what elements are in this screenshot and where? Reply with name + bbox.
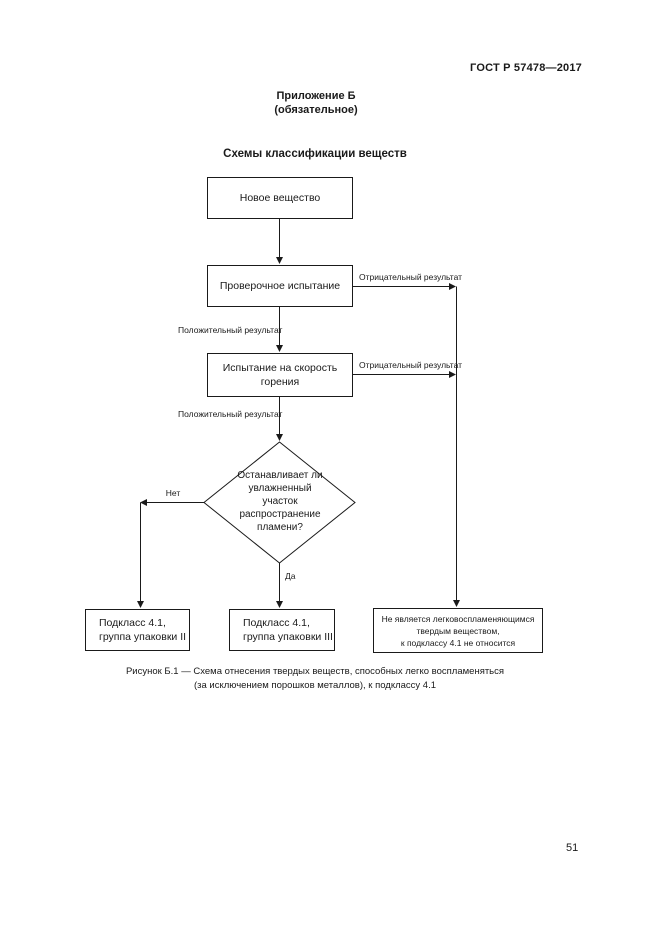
figure-caption: Рисунок Б.1 — Схема отнесения твердых ве… bbox=[15, 665, 615, 692]
arrowhead-down-icon bbox=[453, 600, 460, 607]
node-label-line: Не является легковоспламеняющимся bbox=[381, 613, 535, 624]
annex-heading: Приложение Б (обязательное) bbox=[0, 89, 632, 117]
arrowhead-down-icon bbox=[276, 257, 283, 264]
arrowhead-left-icon bbox=[140, 499, 147, 506]
decision-diamond-shape bbox=[203, 441, 356, 564]
annex-title: Приложение Б bbox=[276, 90, 356, 102]
node-burning-rate-test: Испытание на скорость горения bbox=[207, 353, 353, 397]
node-label-line: к подклассу 4.1 не относится bbox=[400, 637, 516, 648]
edge-label-negative-result: Отрицательный результат bbox=[359, 360, 463, 370]
annex-subtitle: (обязательное) bbox=[274, 104, 358, 116]
node-decision: Останавливает ли увлажненный участок рас… bbox=[205, 469, 355, 534]
node-label-line: твердым веществом, bbox=[416, 625, 500, 636]
node-label-line: увлажненный bbox=[248, 483, 312, 494]
node-label-line: горения bbox=[260, 376, 300, 388]
node-packing-group-3: Подкласс 4.1, группа упаковки III bbox=[229, 609, 335, 651]
figure-caption-line: Рисунок Б.1 — Схема отнесения твердых ве… bbox=[125, 666, 505, 677]
edge-label-negative-result: Отрицательный результат bbox=[359, 272, 463, 282]
figure-caption-line: (за исключением порошков металлов), к по… bbox=[193, 679, 437, 691]
arrowhead-down-icon bbox=[276, 434, 283, 441]
edge-label-yes: Да bbox=[285, 571, 296, 581]
node-label-line: группа упаковки III bbox=[243, 631, 333, 643]
node-label-line: Останавливает ли bbox=[237, 470, 323, 481]
node-label-line: группа упаковки II bbox=[99, 631, 187, 643]
node-label-line: Подкласс 4.1, bbox=[243, 617, 310, 629]
arrowhead-down-icon bbox=[276, 345, 283, 352]
node-label: Проверочное испытание bbox=[219, 280, 341, 292]
edge-label-no: Нет bbox=[165, 488, 181, 498]
arrowhead-right-icon bbox=[449, 371, 456, 378]
node-label-line: пламени? bbox=[257, 522, 303, 533]
node-label-line: Подкласс 4.1, bbox=[99, 617, 166, 629]
arrowhead-down-icon bbox=[276, 601, 283, 608]
node-screening-test: Проверочное испытание bbox=[207, 265, 353, 307]
node-not-flammable: Не является легковоспламеняющимся тверды… bbox=[373, 608, 543, 653]
arrowhead-right-icon bbox=[449, 283, 456, 290]
edge-label-positive-result: Положительный результат bbox=[178, 409, 283, 419]
node-new-substance: Новое вещество bbox=[207, 177, 353, 219]
node-label-line: участок bbox=[262, 496, 298, 507]
node-packing-group-2: Подкласс 4.1, группа упаковки II bbox=[85, 609, 190, 651]
node-label: Новое вещество bbox=[239, 192, 321, 204]
connector-lines bbox=[140, 219, 457, 601]
page-number: 51 bbox=[566, 842, 579, 854]
edge-label-positive-result: Положительный результат bbox=[178, 325, 283, 335]
node-label-line: Испытание на скорость bbox=[222, 362, 338, 374]
document-header-right: ГОСТ Р 57478—2017 bbox=[470, 62, 582, 74]
section-title: Схемы классификации веществ bbox=[223, 148, 407, 160]
arrowhead-down-icon bbox=[137, 601, 144, 608]
node-label-line: распространение bbox=[239, 509, 321, 520]
arrowheads bbox=[137, 257, 460, 608]
